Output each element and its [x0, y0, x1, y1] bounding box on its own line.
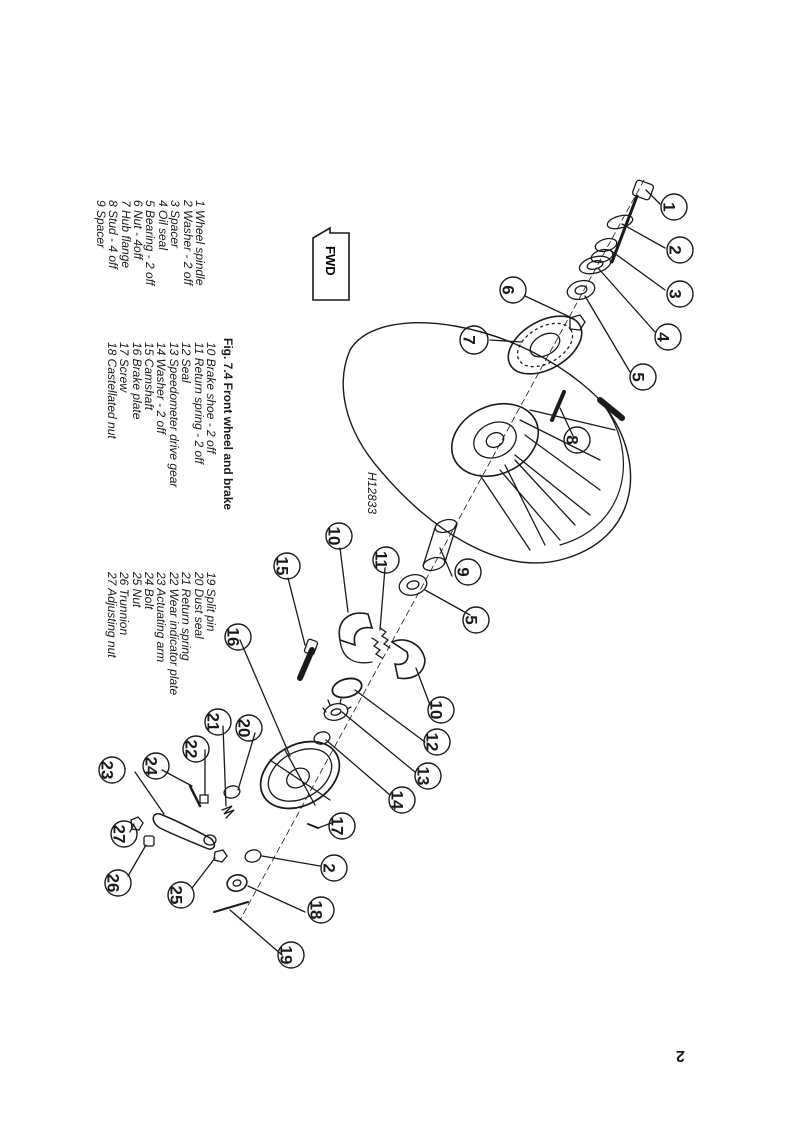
adjusting-nut [130, 816, 144, 831]
trunnion [143, 835, 155, 847]
callout-label: 27 [110, 825, 129, 844]
callout-label: 8 [563, 435, 582, 444]
callout-label: 14 [388, 791, 407, 810]
callout-label: 1 [660, 202, 679, 211]
callout-label: 16 [224, 628, 243, 647]
washer [606, 214, 634, 230]
callout-label: 6 [499, 285, 518, 294]
callout-label: 20 [235, 719, 254, 738]
callout-label: 10 [325, 527, 344, 546]
callout-label: 19 [277, 946, 296, 965]
dust-seal [223, 785, 241, 799]
callout-label: 21 [204, 713, 223, 732]
callout-label: 17 [328, 817, 347, 836]
wheel-hub [450, 402, 616, 551]
nut [213, 849, 228, 863]
return-spring [221, 805, 235, 819]
washer [244, 849, 262, 863]
speedometer-drive-gear [322, 698, 352, 721]
bearing [566, 279, 596, 301]
callout-label: 2 [320, 863, 339, 872]
callout-label: 4 [654, 332, 673, 342]
callout-label: 5 [629, 372, 648, 381]
callout-label: 24 [142, 757, 161, 776]
callout-label: 12 [423, 733, 442, 752]
callout-label: 25 [167, 886, 186, 905]
brake-shoe [390, 639, 426, 680]
wheel-rim [342, 322, 632, 564]
callout-label: 23 [98, 761, 117, 780]
callout-label: 9 [454, 567, 473, 576]
callout-label: 3 [666, 289, 685, 298]
callout-label: 15 [273, 557, 292, 576]
screw [307, 823, 319, 829]
fwd-arrow [312, 226, 350, 301]
brake-plate [259, 740, 341, 810]
callout-label: 18 [307, 901, 326, 920]
spacer [590, 237, 618, 264]
fwd-label: FWD [323, 246, 338, 276]
brake-shoe [338, 612, 374, 664]
callout-label: 2 [666, 245, 685, 254]
callout-label: 11 [372, 551, 391, 569]
callout-label: 22 [182, 740, 201, 759]
callout-numbers: 1 2 3 4 5 6 7 8 9 10 11 5 10 12 13 14 15… [98, 202, 685, 964]
actuating-arm [152, 813, 217, 850]
callout-label: 13 [414, 767, 433, 786]
bolt [188, 784, 202, 808]
seal [331, 677, 363, 699]
split-pin [213, 901, 249, 913]
wheel-spindle [610, 179, 654, 264]
camshaft [297, 638, 319, 681]
castellated-nut [226, 874, 248, 892]
wear-indicator-plate [199, 794, 209, 804]
oil-seal [578, 255, 612, 275]
callout-circles [98, 193, 694, 969]
hub-flange [507, 315, 583, 375]
axis-line [239, 179, 645, 921]
callout-label: 10 [427, 701, 446, 720]
nut [569, 314, 586, 331]
callout-label: 5 [462, 615, 481, 624]
return-spring [371, 627, 391, 659]
callout-label: 26 [104, 874, 123, 893]
bearing [398, 574, 428, 596]
spacer-tube [422, 518, 458, 572]
callout-label: 7 [460, 335, 479, 344]
